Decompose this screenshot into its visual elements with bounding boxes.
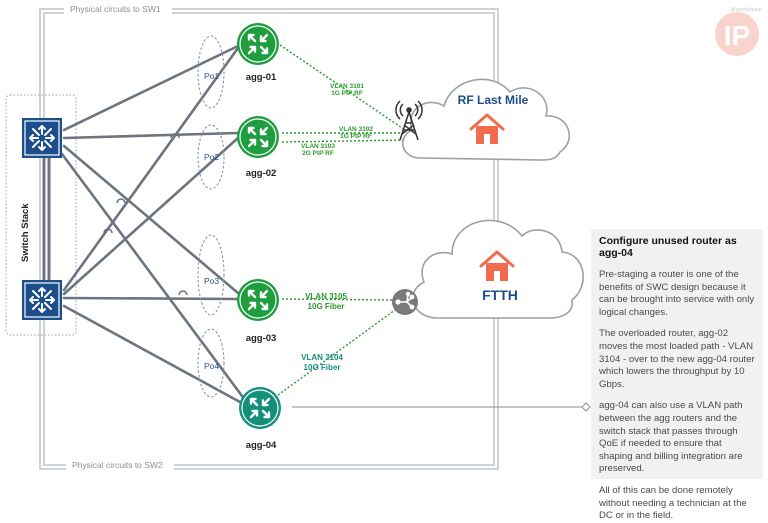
line-crossings <box>103 133 188 296</box>
router-agg-01-icon[interactable] <box>237 23 279 65</box>
switch-stack-frame <box>5 94 77 336</box>
info-paragraph: agg-04 can also use a VLAN path between … <box>599 400 743 475</box>
switch-2-icon[interactable] <box>22 280 62 320</box>
switch-1-icon[interactable] <box>22 118 62 158</box>
vlan-3104-type: 10G Fiber <box>304 363 341 372</box>
router-agg-03-label: agg-03 <box>246 333 277 344</box>
network-diagram: Physical circuits to SW1 Physical circui… <box>5 3 762 471</box>
router-agg-04-icon[interactable] <box>239 387 281 429</box>
watermark-handle: @sportsfanbe <box>730 7 761 13</box>
trunk-lines <box>42 44 247 404</box>
ip-logo-watermark: IP @sportsfanbe <box>715 7 762 56</box>
info-paragraph: The overloaded router, agg-02 moves the … <box>599 328 755 390</box>
top-circuit-label: Physical circuits to SW1 <box>70 4 161 14</box>
fiber-splitter-icon <box>392 289 418 315</box>
router-agg-04-label: agg-04 <box>246 440 277 451</box>
rf-cloud <box>401 78 571 161</box>
svg-text:IP: IP <box>724 20 750 51</box>
ftth-cloud-label: FTTH <box>482 287 518 303</box>
vlan-3101-type: 1G PtP RF <box>331 90 363 97</box>
vlan-3103-type: 2G PtP RF <box>302 150 334 157</box>
rf-cloud-label: RF Last Mile <box>458 93 529 107</box>
bottom-circuit-label: Physical circuits to SW2 <box>72 460 163 470</box>
info-paragraph: Pre-staging a router is one of the benef… <box>599 269 755 318</box>
vlan-3104-label: VLAN 3104 <box>301 353 343 362</box>
vlan-links <box>277 44 409 396</box>
po3-label: Po3 <box>204 276 219 286</box>
vlan-3102-type: 1G PtP RF <box>340 133 372 140</box>
vlan-3105-type: 10G Fiber <box>308 302 345 311</box>
po4-label: Po4 <box>204 361 219 371</box>
router-agg-02-label: agg-02 <box>246 168 277 179</box>
home-icon <box>469 113 505 144</box>
router-agg-02-icon[interactable] <box>237 116 279 158</box>
radio-tower-icon <box>395 100 423 141</box>
qoe-path-marker <box>581 402 591 412</box>
po2-label: Po2 <box>204 152 219 162</box>
info-panel-title: Configure unused router as agg-04 <box>599 235 737 259</box>
vlan-3101-label: VLAN 3101 <box>330 83 364 90</box>
home-icon <box>479 250 515 281</box>
info-paragraph: All of this can be done remotely without… <box>599 484 747 522</box>
switch-stack-label: Switch Stack <box>20 203 31 262</box>
vlan-3105-label: VLAN 3105 <box>305 292 347 301</box>
port-channels <box>197 35 225 398</box>
vlan-3102-label: VLAN 3102 <box>339 126 373 133</box>
vlan-3103-label: VLAN 3103 <box>301 143 335 150</box>
router-agg-03-icon[interactable] <box>237 279 279 321</box>
router-agg-01-label: agg-01 <box>246 72 277 83</box>
info-panel: Configure unused router as agg-04 Pre-st… <box>591 229 763 521</box>
po1-label: Po1 <box>204 71 219 81</box>
